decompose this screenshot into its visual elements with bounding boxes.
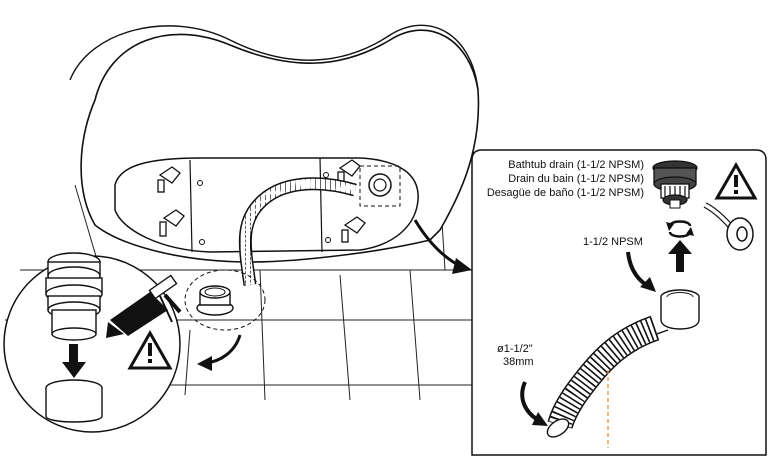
leveling-feet [157, 159, 366, 243]
floor-drain [184, 269, 266, 331]
right-detail-panel [471, 149, 767, 456]
warning-icon [714, 161, 758, 200]
up-arrow-icon [668, 240, 692, 272]
pipe-mm-label: 38mm [503, 356, 534, 368]
pipe-diameter-label: ø1-1/2" [497, 343, 533, 355]
drain-label-es: Desagüe de baño (1-1/2 NPSM) [486, 187, 644, 199]
drain-label-fr: Drain du bain (1-1/2 NPSM) [508, 173, 644, 185]
left-detail-circle [3, 252, 182, 433]
down-arrow-icon [62, 344, 86, 378]
warning-icon [127, 329, 173, 370]
bathtub-drain-fitting [652, 160, 698, 209]
bathtub-rim [69, 24, 479, 91]
flex-pipe-assembly [546, 289, 700, 448]
pointer-arrow-bottom [520, 381, 540, 422]
tape-roll-icon [703, 202, 754, 251]
base-screws [197, 172, 331, 245]
rotate-arrow-icon [666, 220, 694, 238]
caulk-gun-icon [106, 274, 182, 338]
drain-detail-box [359, 165, 401, 207]
thread-spec-label: 1-1/2 NPSM [583, 236, 643, 248]
drain-label-en: Bathtub drain (1-1/2 NPSM) [508, 159, 644, 171]
